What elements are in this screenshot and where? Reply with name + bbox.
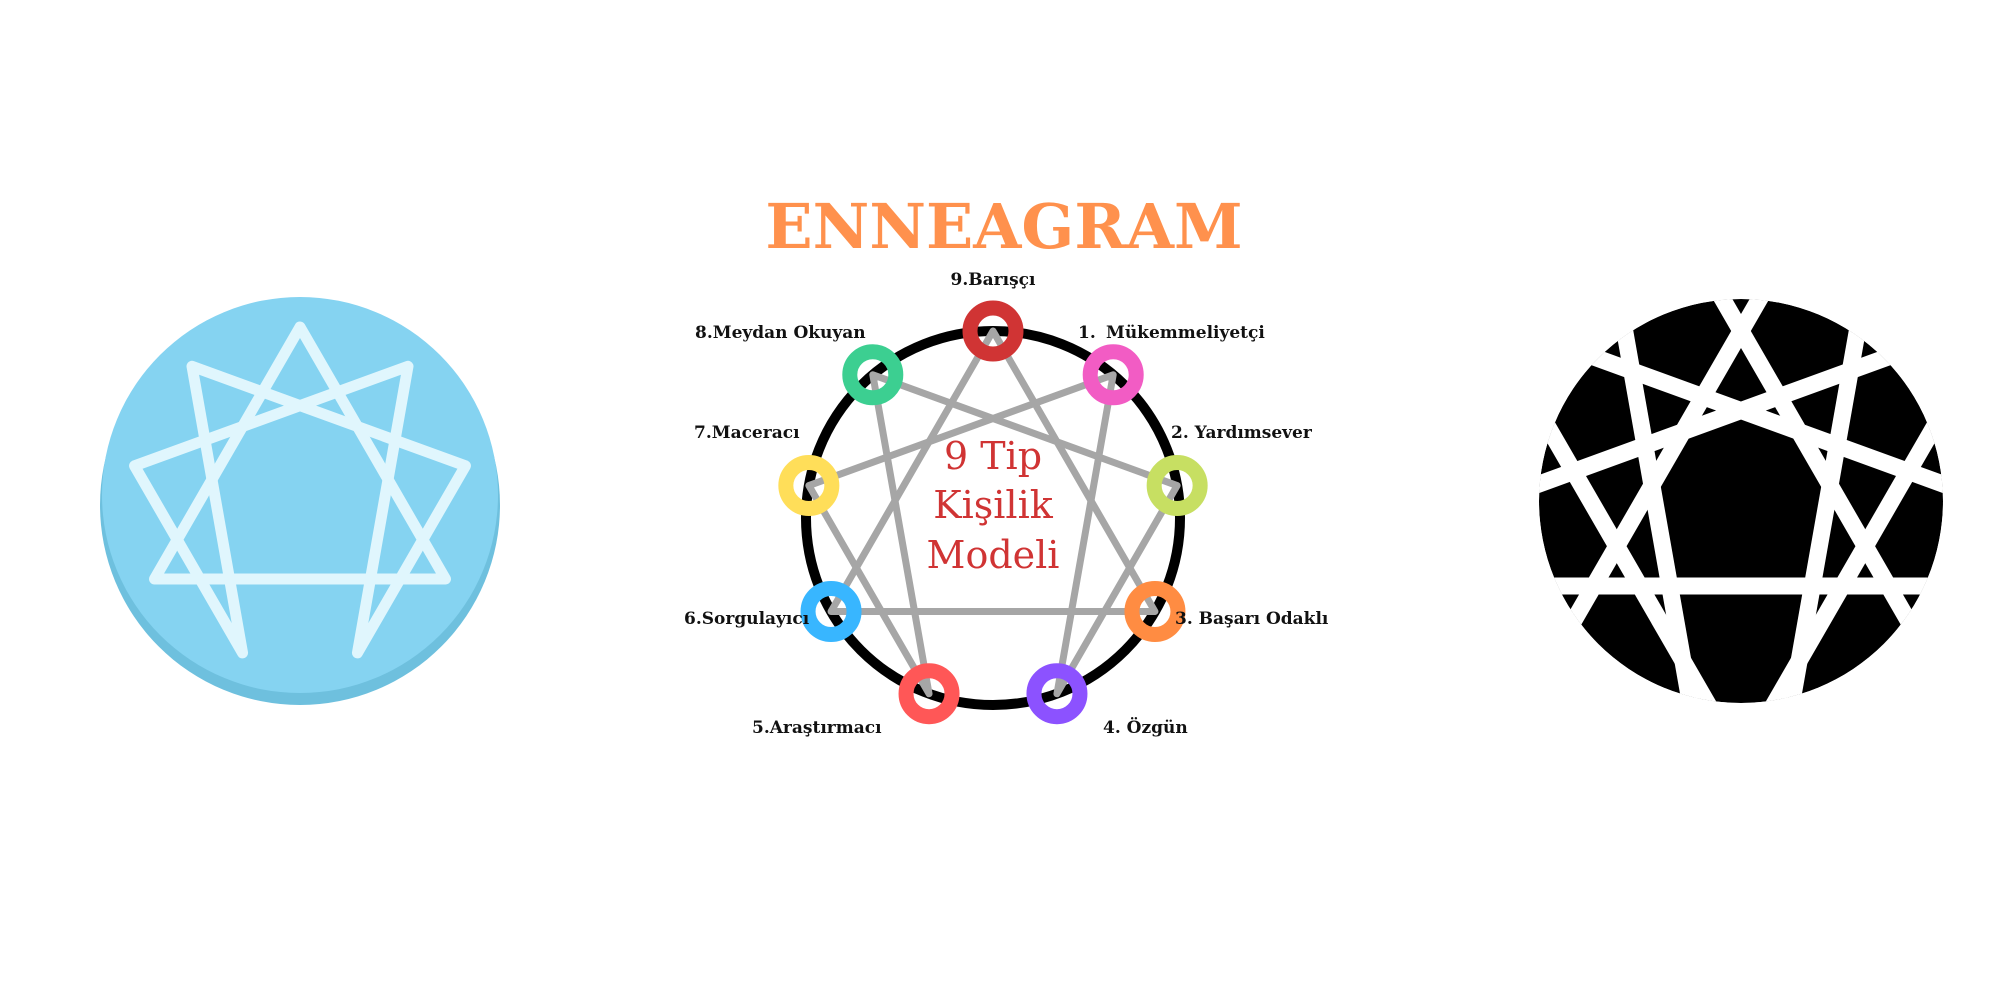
triangle-line bbox=[827, 327, 1159, 615]
enneagram-black-icon bbox=[1539, 299, 1943, 703]
right-hexad-segment bbox=[1539, 332, 1938, 511]
type-node-1 bbox=[1082, 344, 1144, 406]
label-type-7: 7.Maceracı bbox=[694, 423, 800, 443]
center-text-line-1: 9 Tip bbox=[944, 434, 1042, 478]
label-type-3: 3. Başarı Odaklı bbox=[1175, 609, 1329, 629]
label-type-9: 9.Barışçı bbox=[951, 270, 1036, 290]
left-hexad bbox=[129, 360, 471, 659]
page-title: ENNEAGRAM bbox=[765, 190, 1242, 263]
left-icon-star bbox=[129, 321, 471, 659]
right-hexad-segment bbox=[1746, 389, 1943, 703]
type-node-9 bbox=[962, 300, 1024, 362]
type-node-6 bbox=[800, 581, 862, 642]
type-node-3 bbox=[1124, 581, 1186, 642]
label-type-1-prefix: 1. bbox=[1078, 323, 1096, 343]
label-type-2: 2. Yardımsever bbox=[1171, 423, 1313, 443]
type-node-2 bbox=[1146, 455, 1208, 517]
center-text-line-3: Modeli bbox=[927, 533, 1060, 577]
right-hexad-segment bbox=[1539, 389, 1736, 703]
type-node-4 bbox=[1026, 663, 1088, 725]
enneagram-light-blue-icon bbox=[100, 297, 500, 705]
label-type-4: 4. Özgün bbox=[1103, 717, 1188, 738]
label-type-1: Mükemmeliyetçi bbox=[1106, 323, 1265, 343]
right-triangle-segment bbox=[1688, 299, 1941, 669]
connection-lines bbox=[805, 327, 1181, 698]
label-type-8: 8.Meydan Okuyan bbox=[695, 323, 866, 343]
type-node-7 bbox=[778, 455, 840, 517]
right-icon-star bbox=[1539, 299, 1943, 703]
type-nodes bbox=[778, 300, 1208, 725]
center-text-line-2: Kişilik bbox=[933, 483, 1054, 527]
enneagram-diagram: 9 Tip Kişilik Modeli 9.Barışçı 8.Meydan … bbox=[684, 270, 1329, 738]
label-type-6: 6.Sorgulayıcı bbox=[684, 609, 810, 629]
right-hexad-segment bbox=[1544, 332, 1943, 511]
hexad-line bbox=[805, 371, 1181, 698]
left-icon-disc bbox=[102, 297, 498, 693]
label-type-5: 5.Araştırmacı bbox=[752, 718, 882, 738]
type-node-5 bbox=[898, 663, 960, 725]
left-triangle bbox=[149, 321, 451, 585]
right-triangle-segment bbox=[1541, 299, 1794, 669]
type-node-8 bbox=[842, 344, 904, 406]
